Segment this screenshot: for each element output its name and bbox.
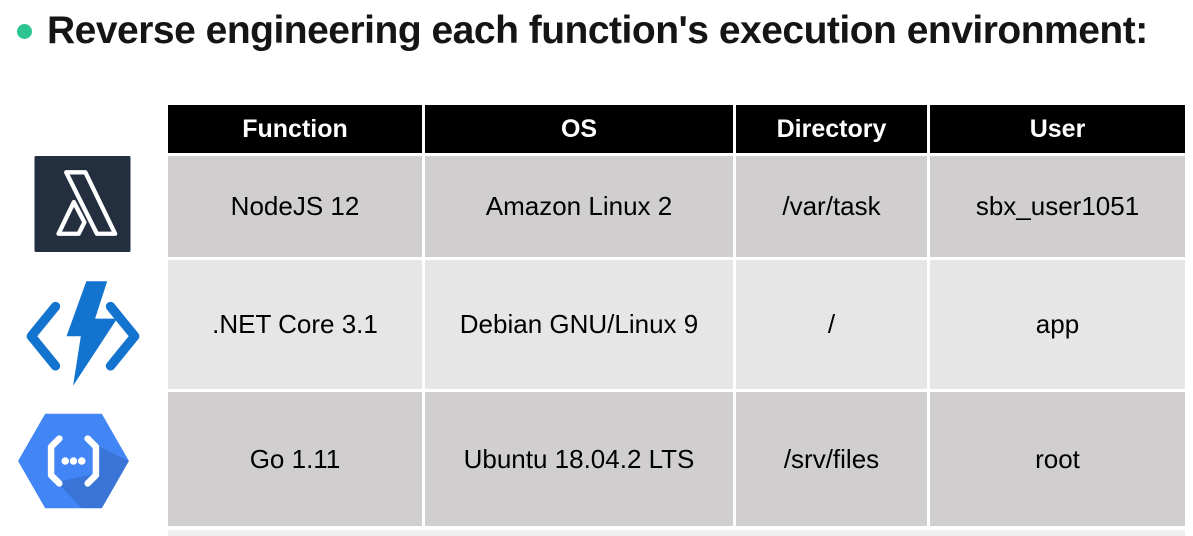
left-angle-bracket-icon <box>26 301 61 371</box>
table-cell-function: .NET Core 3.1 <box>168 260 422 389</box>
table-cell-user: sbx_user1051 <box>930 156 1185 257</box>
aws-lambda-icon <box>34 156 131 252</box>
table-cell-os: Amazon Linux 2 <box>425 156 733 257</box>
header-cell-directory: Directory <box>736 105 927 153</box>
table-cell-directory: /srv/files <box>736 392 927 526</box>
table-cell-function: NodeJS 12 <box>168 156 422 257</box>
table-cell-os: Debian GNU/Linux 9 <box>425 260 733 389</box>
lightning-bolt-icon <box>66 281 118 386</box>
header-cell-os: OS <box>425 105 733 153</box>
table-cell-user: app <box>930 260 1185 389</box>
table-cell-user: root <box>930 392 1185 526</box>
environments-table: Function OS Directory User NodeJS 12 Ama… <box>168 105 1185 526</box>
azure-functions-icon <box>26 281 140 386</box>
table-cell-directory: /var/task <box>736 156 927 257</box>
table-cell-function: Go 1.11 <box>168 392 422 526</box>
header-cell-user: User <box>930 105 1185 153</box>
gcp-cloud-functions-icon <box>18 413 129 509</box>
table-cell-directory: / <box>736 260 927 389</box>
page-title: Reverse engineering each function's exec… <box>47 9 1148 52</box>
header-cell-function: Function <box>168 105 422 153</box>
table-cell-os: Ubuntu 18.04.2 LTS <box>425 392 733 526</box>
bullet-icon <box>17 24 32 39</box>
right-angle-bracket-icon <box>105 301 140 371</box>
table-next-row-edge <box>168 530 1185 536</box>
